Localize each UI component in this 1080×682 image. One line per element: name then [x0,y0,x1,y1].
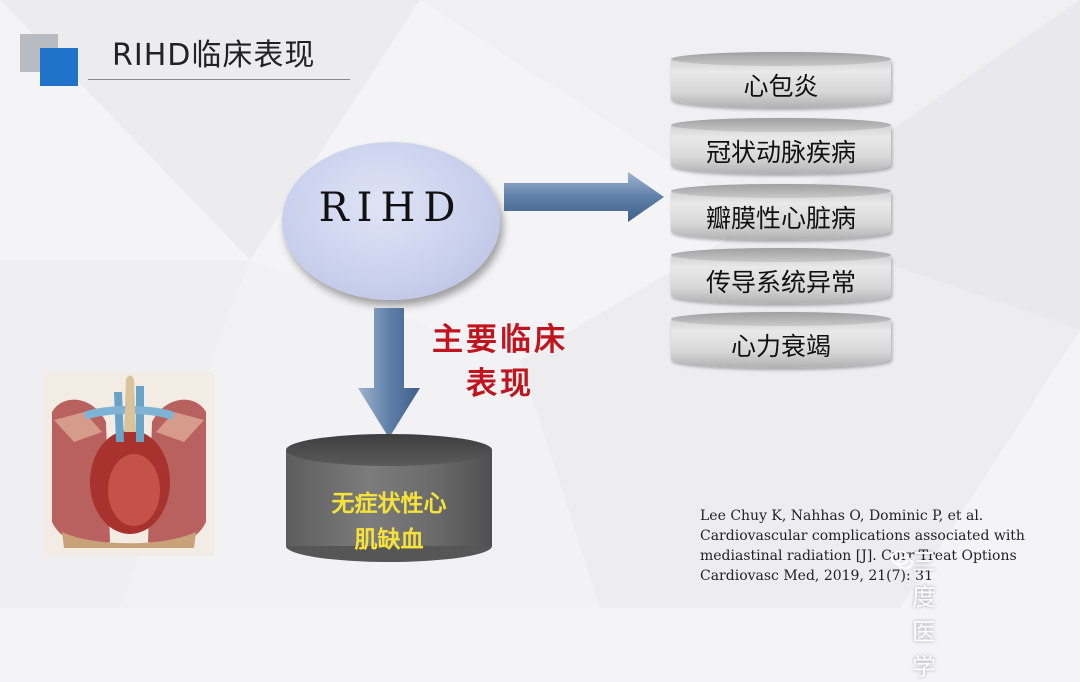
heart-lung-illustration [44,372,214,556]
right-arrow [504,172,664,222]
rihd-ellipse [282,142,500,300]
manifestation-item-coronary-artery-disease: 冠状动脉疾病 [671,118,891,174]
diagram-arrows [358,172,664,438]
rihd-label: RIHD [318,185,464,231]
down-arrow [358,308,420,438]
manifestation-item-pericarditis: 心包炎 [671,52,891,108]
slide-title: RIHD临床表现 [112,38,316,73]
reference-citation: Lee Chuy K, Nahhas O, Dominic P, et al. … [700,508,1025,584]
main-manifestation-cylinder: 无症状性心 肌缺血 [286,434,492,562]
main-manifestation-label: 主要临床 表现 [432,322,568,402]
wechat-icon [891,550,913,570]
manifestation-item-conduction-abnormality: 传导系统异常 [671,248,891,304]
title-accent-blue-square [40,48,78,86]
title-underline [88,79,350,80]
manifestation-item-heart-failure: 心力衰竭 [671,312,891,368]
manifestation-item-valvular-heart-disease: 瓣膜性心脏病 [671,184,891,240]
